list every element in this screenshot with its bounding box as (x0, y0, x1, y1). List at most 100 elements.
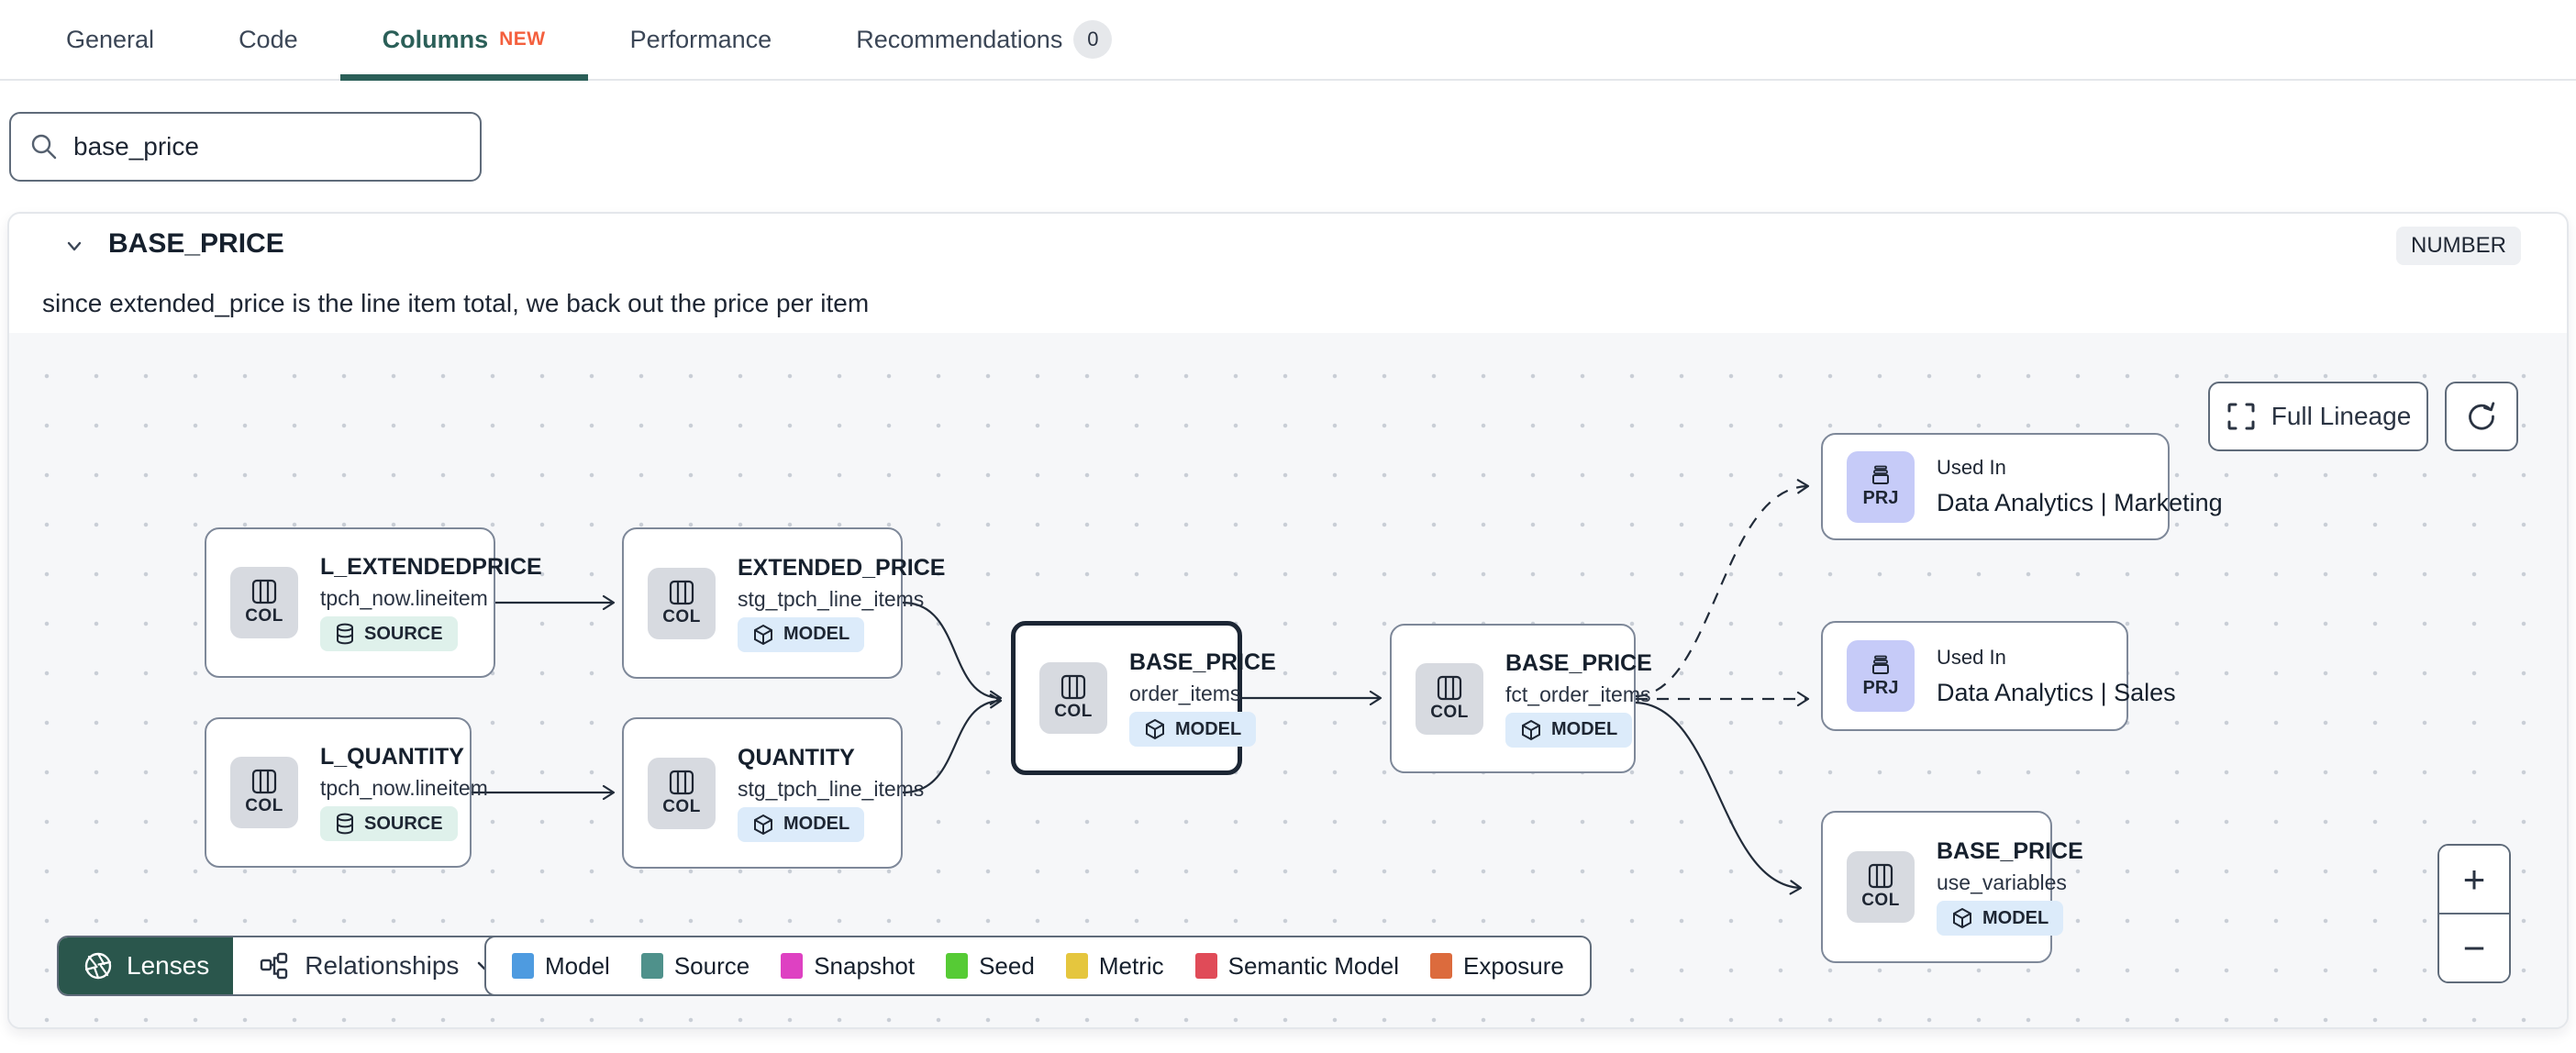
node-subtitle: stg_tpch_line_items (738, 776, 925, 801)
lenses-button[interactable]: Lenses (59, 937, 234, 994)
new-badge: NEW (499, 28, 546, 50)
cube-icon (1953, 907, 1971, 929)
database-icon (337, 623, 353, 645)
cube-icon (754, 814, 772, 835)
search-box[interactable] (9, 112, 482, 182)
archive-icon (1872, 465, 1889, 484)
node-extended-price[interactable]: COL EXTENDED_PRICE stg_tpch_line_items M… (622, 527, 946, 679)
search-input[interactable] (73, 132, 461, 161)
zoom-out-button[interactable]: − (2439, 914, 2509, 981)
node-title: BASE_PRICE (1937, 838, 2083, 864)
legend-item-seed: Seed (946, 952, 1035, 981)
node-title: QUANTITY (738, 744, 855, 770)
node-used-in-sales[interactable]: PRJ Used In Data Analytics | Sales (1821, 621, 2176, 731)
refresh-button[interactable] (2445, 382, 2518, 451)
column-description: since extended_price is the line item to… (42, 289, 870, 317)
model-badge: MODEL (1129, 712, 1257, 747)
search-icon (29, 132, 59, 161)
column-panel-header: BASE_PRICE NUMBER (9, 214, 2567, 278)
tab-columns-label: Columns (382, 25, 489, 53)
column-icon: COL (230, 567, 298, 638)
node-subtitle: fct_order_items (1505, 682, 1651, 706)
node-base-price-fct-order-items[interactable]: COL BASE_PRICE fct_order_items MODEL (1390, 624, 1652, 773)
project-icon: PRJ (1847, 450, 1915, 523)
legend-swatch (512, 953, 534, 979)
node-subtitle: tpch_now.lineitem (320, 776, 488, 800)
used-in-title: Data Analytics | Sales (1937, 678, 2176, 706)
aperture-icon (84, 952, 112, 980)
column-icon: COL (1039, 662, 1107, 734)
cube-icon (754, 624, 772, 645)
tab-recommendations-label: Recommendations (856, 25, 1063, 53)
lenses-bar: Lenses Relationships (57, 936, 524, 996)
refresh-icon (2469, 402, 2495, 430)
tab-general-label: General (66, 25, 155, 53)
model-badge: MODEL (1937, 901, 2064, 936)
node-subtitle: stg_tpch_line_items (738, 586, 925, 611)
legend-swatch (781, 953, 804, 979)
tab-performance[interactable]: Performance (588, 0, 815, 79)
node-l-quantity[interactable]: COL L_QUANTITY tpch_now.lineitem SOURCE (205, 717, 488, 868)
legend-item-source: Source (640, 952, 749, 981)
legend-item-exposure: Exposure (1430, 952, 1564, 981)
search-row (9, 112, 482, 182)
legend-swatch (1430, 953, 1453, 979)
column-type-badge: NUMBER (2395, 227, 2521, 265)
legend-swatch (1065, 953, 1088, 979)
node-subtitle: order_items (1129, 682, 1241, 705)
node-quantity[interactable]: COL QUANTITY stg_tpch_line_items MODEL (622, 717, 925, 869)
node-base-price-use-variables[interactable]: COL BASE_PRICE use_variables MODEL (1821, 811, 2083, 963)
tab-columns[interactable]: Columns NEW (339, 0, 588, 81)
tab-performance-label: Performance (629, 25, 772, 53)
legend-swatch (640, 953, 663, 979)
legend-swatch (1194, 953, 1217, 979)
archive-icon (1872, 655, 1889, 674)
relationships-icon (261, 952, 288, 980)
zoom-in-button[interactable]: + (2439, 846, 2509, 914)
legend-item-semantic-model: Semantic Model (1194, 952, 1399, 981)
legend-item-model: Model (512, 952, 610, 981)
tab-code[interactable]: Code (196, 0, 340, 79)
node-subtitle: tpch_now.lineitem (320, 586, 488, 610)
source-badge: SOURCE (320, 806, 458, 841)
tab-code-label: Code (239, 25, 298, 53)
node-subtitle: use_variables (1937, 870, 2067, 894)
recommendations-count-badge: 0 (1073, 20, 1113, 59)
node-title: BASE_PRICE (1129, 649, 1276, 675)
relationships-dropdown[interactable]: Relationships (233, 937, 522, 994)
lineage-canvas[interactable]: COL L_EXTENDEDPRICE tpch_now.lineitem SO… (9, 333, 2567, 1027)
used-in-title: Data Analytics | Marketing (1937, 489, 2223, 516)
legend-swatch (946, 953, 969, 979)
model-badge: MODEL (1505, 712, 1633, 748)
column-panel: BASE_PRICE NUMBER since extended_price i… (7, 212, 2569, 1029)
tab-recommendations[interactable]: Recommendations 0 (814, 0, 1154, 79)
tab-bar: General Code Columns NEW Performance Rec… (0, 0, 2576, 81)
node-title: EXTENDED_PRICE (738, 554, 946, 581)
column-icon: COL (648, 757, 716, 829)
column-icon: COL (230, 757, 298, 828)
model-badge: MODEL (738, 806, 865, 842)
legend-item-snapshot: Snapshot (781, 952, 915, 981)
tab-general[interactable]: General (24, 0, 196, 79)
source-badge: SOURCE (320, 616, 458, 651)
node-title: L_EXTENDEDPRICE (320, 554, 542, 580)
column-icon: COL (648, 567, 716, 639)
resource-type-legend: Model Source Snapshot Seed Metric (484, 936, 1592, 996)
cube-icon (1146, 718, 1164, 740)
full-lineage-button[interactable]: Full Lineage (2208, 382, 2428, 451)
collapse-chevron-icon[interactable] (59, 230, 90, 261)
node-used-in-marketing[interactable]: PRJ Used In Data Analytics | Marketing (1821, 433, 2223, 540)
column-icon: COL (1847, 851, 1915, 923)
lineage-edges (472, 479, 1810, 895)
node-base-price-order-items[interactable]: COL BASE_PRICE order_items MODEL (1011, 621, 1276, 775)
used-in-label: Used In (1937, 645, 2006, 669)
zoom-control: + − (2437, 844, 2511, 983)
node-l-extendedprice[interactable]: COL L_EXTENDEDPRICE tpch_now.lineitem SO… (205, 527, 542, 678)
project-icon: PRJ (1847, 640, 1915, 712)
node-title: L_QUANTITY (320, 744, 464, 770)
expand-icon (2227, 403, 2255, 430)
column-name-title: BASE_PRICE (108, 228, 284, 259)
model-badge: MODEL (738, 616, 865, 652)
column-icon: COL (1416, 662, 1483, 735)
